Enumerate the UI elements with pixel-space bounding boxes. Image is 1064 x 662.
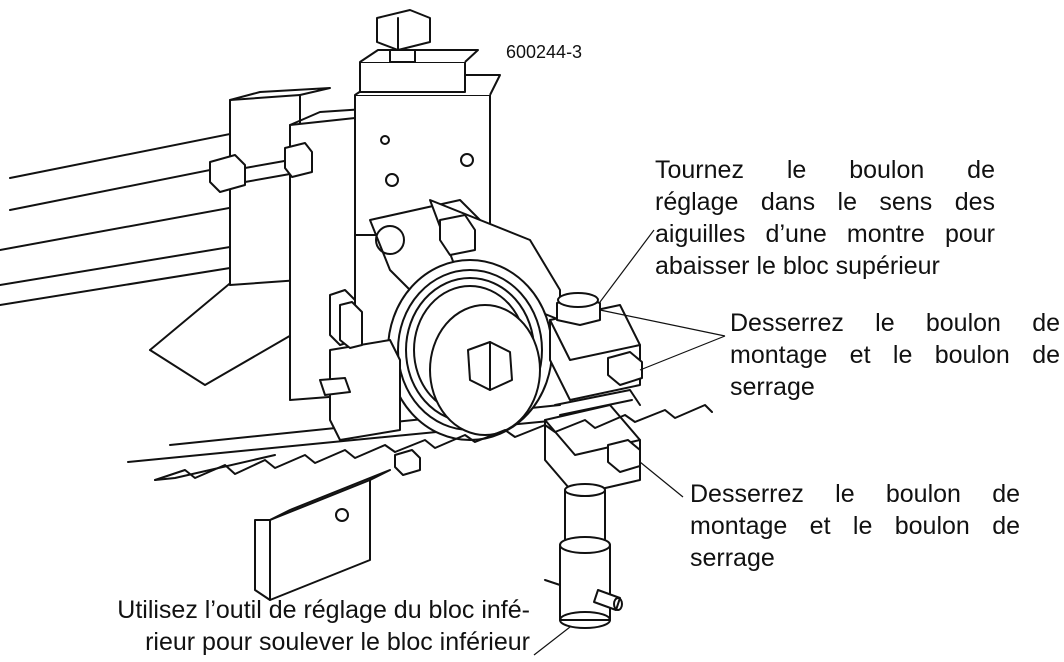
callout-line: montage et le boulon de xyxy=(730,341,1060,369)
callout-line: serrage xyxy=(690,544,775,572)
guard-bracket xyxy=(254,469,391,601)
callout-line: serrage xyxy=(730,373,815,401)
figure-id: 600244-3 xyxy=(506,42,583,62)
callout-line: aiguilles d’une montre pour xyxy=(655,220,995,248)
mount-plates xyxy=(229,87,381,401)
top-block xyxy=(354,9,501,236)
callout-adjust-bolt: Tournez le boulon de réglage dans le sen… xyxy=(655,154,995,282)
callout-upper-loosen: Desserrez le boulon de montage et le bou… xyxy=(730,307,1060,403)
callout-line: montage et le boulon de xyxy=(690,512,1020,540)
callout-line: abaisser le bloc supérieur xyxy=(655,252,940,280)
callout-line: Utilisez l’outil de réglage du bloc infé… xyxy=(117,596,530,624)
upper-guide-block xyxy=(549,292,643,401)
pulley-wheel xyxy=(387,259,553,441)
leader-lines xyxy=(533,229,726,656)
callout-line: Desserrez le boulon de xyxy=(690,480,1020,508)
callout-line: Desserrez le boulon de xyxy=(730,309,1060,337)
callout-lower-loosen: Desserrez le boulon de montage et le bou… xyxy=(690,478,1020,574)
adjustment-tool xyxy=(544,483,623,629)
left-bolt xyxy=(209,142,313,193)
callout-tool: Utilisez l’outil de réglage du bloc infé… xyxy=(20,594,530,658)
saw-blade xyxy=(154,404,713,481)
pin-block xyxy=(319,289,421,476)
callout-line: Tournez le boulon de xyxy=(655,156,995,184)
callout-line: rieur pour soulever le bloc inférieur xyxy=(145,628,530,656)
callout-line: réglage dans le sens des xyxy=(655,188,995,216)
